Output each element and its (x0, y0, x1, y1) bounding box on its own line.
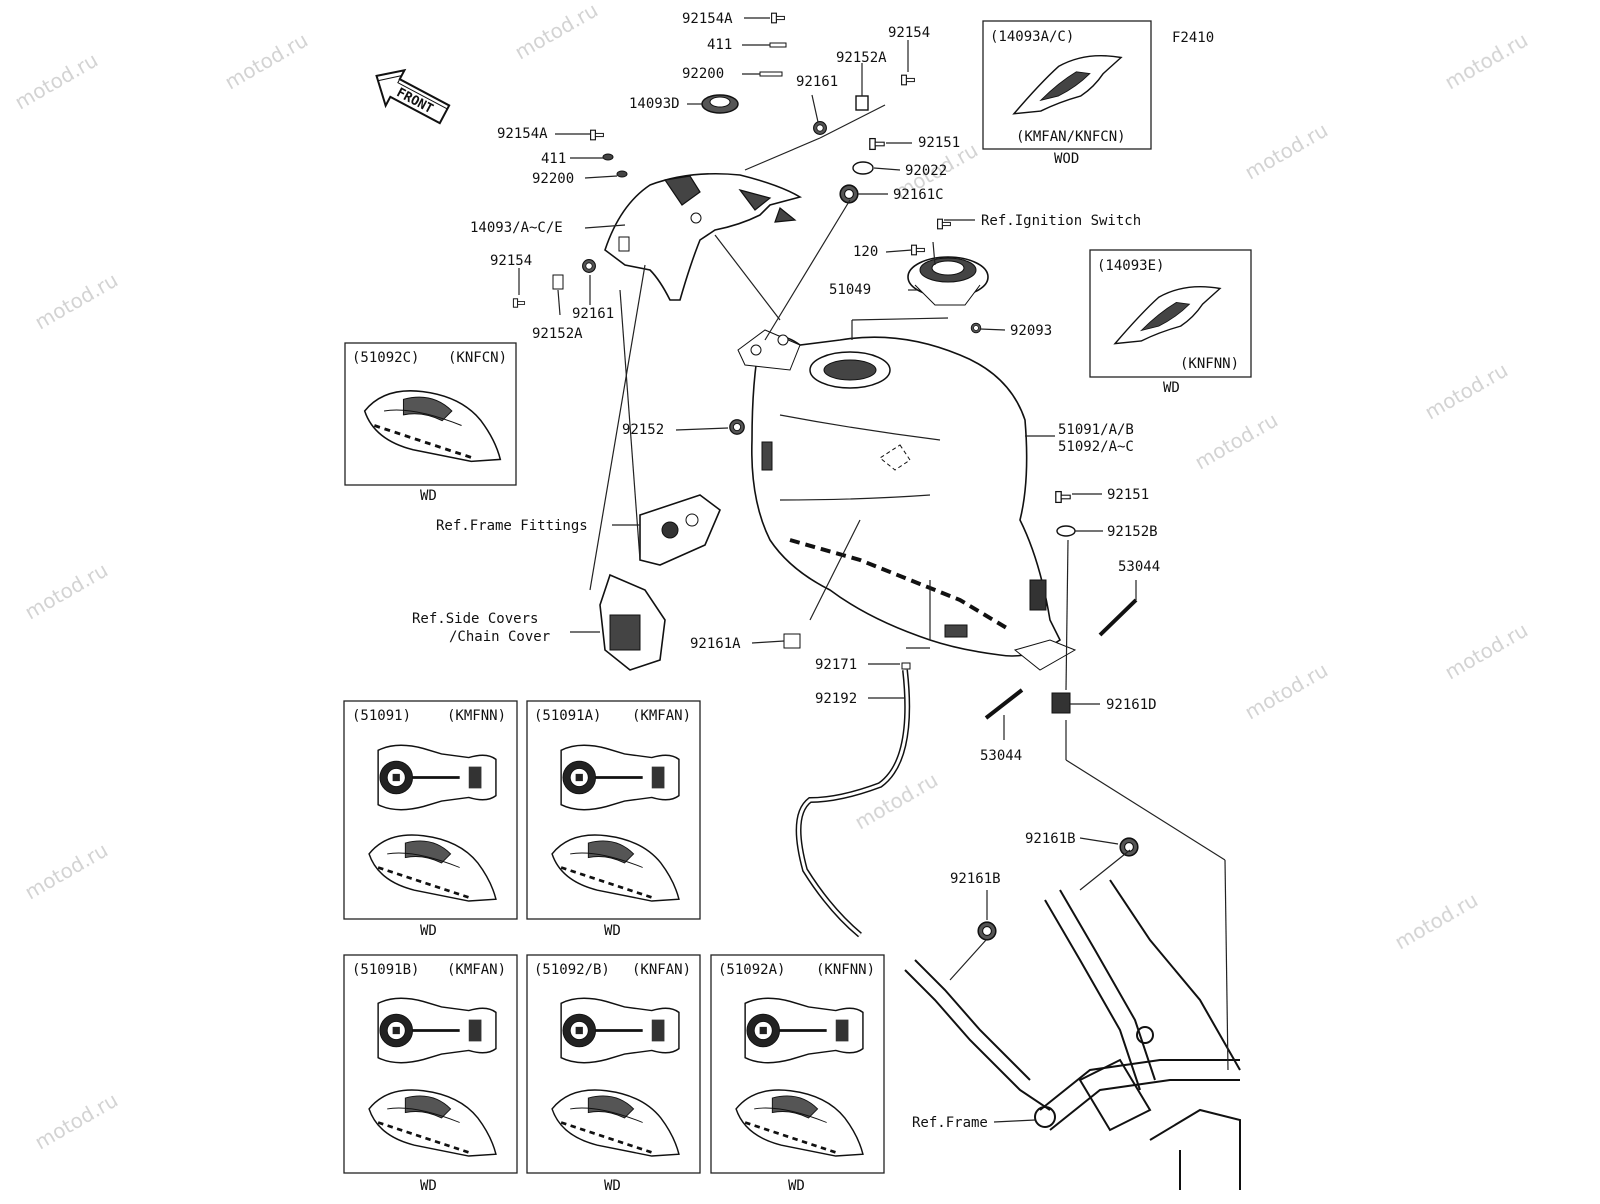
box-code: (14093A/C) (990, 29, 1074, 45)
part-label: 92161C (893, 187, 944, 203)
part-label: 92154A (682, 11, 733, 27)
variant-box-51092C: (51092C) (KNFCN) WD (344, 342, 517, 504)
box-caption: WD (420, 488, 437, 504)
box-variant: (KNFNN) (816, 962, 875, 978)
part-label: 92161B (1025, 831, 1076, 847)
watermark-text: motod.ru (31, 1088, 122, 1155)
watermark-text: motod.ru (511, 0, 602, 64)
box-variant: (KMFNN) (447, 708, 506, 724)
part-label: 92093 (1010, 323, 1052, 339)
box-code: (51091) (352, 708, 411, 724)
watermark-text: motod.ru (1241, 658, 1332, 725)
leader-lines (518, 17, 1229, 1123)
figure-code: F2410 (1172, 30, 1214, 46)
watermark-text: motod.ru (21, 838, 112, 905)
part-label: 92161 (796, 74, 838, 90)
part-label: 92022 (905, 163, 947, 179)
part-label: 92152A (836, 50, 887, 66)
box-caption: WOD (1054, 151, 1079, 167)
part-label: 53044 (1118, 559, 1160, 575)
ref-label: Ref.Frame (912, 1115, 988, 1131)
part-label: 92152A (532, 326, 583, 342)
box-variant: (KNFNN) (1180, 356, 1239, 372)
part-labels: 92154A 411 92200 14093D 92161 92152A 921… (412, 11, 1160, 1131)
watermark-text: motod.ru (1391, 888, 1482, 955)
box-caption: WD (420, 1178, 437, 1194)
part-label: 14093D (629, 96, 680, 112)
part-label: 51092/A~C (1058, 439, 1134, 455)
fuel-cap-51049 (907, 256, 989, 306)
part-label: 92154A (497, 126, 548, 142)
front-arrow-icon: FRONT (375, 68, 451, 125)
box-caption: WD (604, 923, 621, 939)
box-variant: (KMFAN) (632, 708, 691, 724)
fuel-tank-51091 (737, 329, 1077, 671)
watermark-text: motod.ru (1241, 118, 1332, 185)
box-variant: (KNFAN) (632, 962, 691, 978)
part-label: 92152 (622, 422, 664, 438)
box-code: (51091B) (352, 962, 419, 978)
box-variant: (KMFAN/KNFCN) (1016, 129, 1126, 145)
box-code: (51092A) (718, 962, 785, 978)
part-label: 92200 (682, 66, 724, 82)
frame-part (904, 879, 1241, 1190)
part-label: 411 (541, 151, 566, 167)
part-label: 92192 (815, 691, 857, 707)
box-variant: (KMFAN) (447, 962, 506, 978)
box-caption: WD (420, 923, 437, 939)
watermark-text: motod.ru (1441, 618, 1532, 685)
tank-cap-14093D (701, 94, 739, 114)
part-label: 92151 (918, 135, 960, 151)
part-label: 92161 (572, 306, 614, 322)
part-label: 51091/A/B (1058, 422, 1134, 438)
box-code: (51092/B) (534, 962, 610, 978)
variant-box-14093AC: (14093A/C) (KMFAN/KNFCN) WOD (982, 20, 1152, 167)
variant-box-51091B: (51091B) (KMFAN) WD (343, 954, 518, 1194)
box-caption: WD (604, 1178, 621, 1194)
watermark-text: motod.ru (1441, 28, 1532, 95)
watermark-text: motod.ru (1191, 408, 1282, 475)
part-label: 92154 (888, 25, 930, 41)
part-label: 92171 (815, 657, 857, 673)
side-cover-part (599, 573, 666, 671)
variant-box-51092A: (51092A) (KNFNN) WD (710, 954, 885, 1194)
part-label: 92161B (950, 871, 1001, 887)
box-code: (51091A) (534, 708, 601, 724)
part-label: 92200 (532, 171, 574, 187)
part-label: 92161D (1106, 697, 1157, 713)
box-variant: (KNFCN) (448, 350, 507, 366)
variant-box-14093E: (14093E) (KNFNN) WD (1089, 249, 1252, 396)
watermark-text: motod.ru (851, 768, 942, 835)
box-caption: WD (1163, 380, 1180, 396)
frame-fittings-part (639, 494, 721, 566)
part-label: 411 (707, 37, 732, 53)
watermark-text: motod.ru (221, 28, 312, 95)
part-label: 92151 (1107, 487, 1149, 503)
variant-box-51091: (51091) (KMFNN) WD (343, 700, 518, 939)
part-label: 92152B (1107, 524, 1158, 540)
watermark-text: motod.ru (1421, 358, 1512, 425)
part-label: 51049 (829, 282, 871, 298)
watermark-text: motod.ru (11, 48, 102, 115)
variant-box-51092B: (51092/B) (KNFAN) WD (526, 954, 701, 1194)
part-label: 92161A (690, 636, 741, 652)
ref-label: Ref.Ignition Switch (981, 213, 1141, 229)
part-label: 53044 (980, 748, 1022, 764)
ref-label: Ref.Side Covers (412, 611, 538, 627)
watermark-text: motod.ru (31, 268, 122, 335)
part-label: 92154 (490, 253, 532, 269)
part-label: 120 (853, 244, 878, 260)
tank-cover-part (604, 172, 803, 301)
box-code: (51092C) (352, 350, 419, 366)
watermark-text: motod.ru (21, 558, 112, 625)
box-code: (14093E) (1097, 258, 1164, 274)
ref-label: Ref.Frame Fittings (436, 518, 588, 534)
part-label: 14093/A~C/E (470, 220, 563, 236)
ref-label: /Chain Cover (449, 629, 550, 645)
box-caption: WD (788, 1178, 805, 1194)
variant-box-51091A: (51091A) (KMFAN) WD (526, 700, 701, 939)
